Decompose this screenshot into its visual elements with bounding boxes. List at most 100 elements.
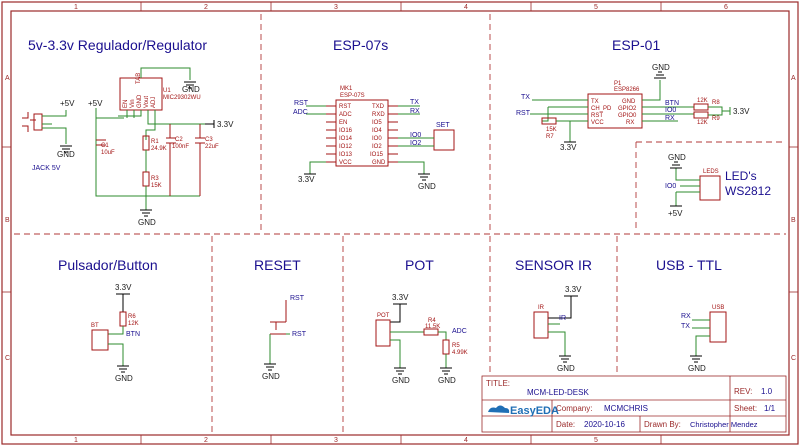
sensor-gnd: GND — [557, 364, 575, 373]
rail-5v-label: +5V — [88, 99, 103, 108]
resistor-r9 — [693, 111, 709, 119]
sensor-3v3: 3.3V — [565, 285, 582, 294]
pot-net-adc: ADC — [452, 328, 467, 335]
esp01-net-rst: RST — [516, 110, 531, 117]
title-label: TITLE: — [486, 379, 510, 388]
esp07-gnd: GND — [418, 182, 436, 191]
drawn-value: Christopher Mendez — [690, 420, 758, 429]
grid-col-4-bottom: 4 — [464, 437, 468, 444]
grid-row-a-right: A — [791, 75, 796, 82]
ic-pin-gnd: GND — [137, 94, 143, 108]
sensor-net-ir: IR — [559, 315, 566, 322]
r4-value: 11.5K — [425, 324, 440, 330]
c3-name: C3 — [205, 137, 213, 143]
esp07-part: ESP-07S — [340, 93, 365, 99]
capacitor-c1 — [96, 139, 106, 146]
pot-name: POT — [377, 313, 390, 319]
date-value: 2020-10-16 — [584, 420, 625, 429]
section-title-esp07: ESP-07s — [333, 37, 388, 53]
section-title-reset: RESET — [254, 257, 301, 273]
esp07-pin-io13: IO13 — [339, 152, 353, 158]
c2-value: 100nF — [172, 144, 189, 150]
section-title-regulator: 5v-3.3v Regulador/Regulator — [28, 37, 207, 53]
r5-name: R5 — [452, 343, 460, 349]
company-value: MCMCHRIS — [604, 404, 648, 413]
r3-name: R3 — [151, 176, 159, 182]
capacitor-c2 — [166, 124, 176, 196]
grid-row-c-right: C — [791, 355, 796, 362]
esp01-pin-gpio2: GPIO2 — [618, 106, 637, 112]
inner-border — [10, 10, 790, 436]
title-value: MCM-LED-DESK — [527, 388, 589, 397]
button-gnd: GND — [115, 374, 133, 383]
leds-io0: IO0 — [665, 183, 676, 190]
esp07-pin-rst: RST — [339, 104, 351, 110]
esp01-gnd: GND — [652, 63, 670, 72]
r5-value: 4.99K — [452, 350, 468, 356]
section-title-pot: POT — [405, 257, 434, 273]
r3-value: 15K — [151, 183, 162, 189]
esp07-pin-adc: ADC — [339, 112, 352, 118]
r1-name: R1 — [151, 139, 159, 145]
sheet-label: Sheet: — [734, 404, 757, 413]
c2-name: C2 — [175, 137, 183, 143]
esp07-pin-io2: IO2 — [372, 144, 382, 150]
resistor-r6 — [119, 311, 127, 327]
leds-name: LEDS — [703, 169, 719, 175]
grid-col-3: 3 — [334, 4, 338, 11]
pot-gnd-left: GND — [392, 376, 410, 385]
esp01-pin-tx: TX — [591, 99, 599, 105]
usb-circuit: USB RX TX GND — [681, 305, 727, 373]
reset-net-rst: RST — [292, 331, 307, 338]
pot-header — [375, 319, 391, 347]
grid-row-a: A — [5, 75, 10, 82]
esp01-name: P1 — [614, 81, 622, 87]
esp07-pin-io4: IO4 — [372, 128, 382, 134]
esp07-left-pins: RST ADC EN IO16 IO14 IO12 IO13 VCC — [339, 104, 353, 166]
grid-row-b-right: B — [791, 217, 796, 224]
grid-col-5: 5 — [594, 4, 598, 11]
resistor-r3 — [142, 171, 150, 187]
esp01-pin-vcc: VCC — [591, 120, 604, 126]
esp07-pin-io5: IO5 — [372, 120, 382, 126]
esp07-pin-rxd: RXD — [372, 112, 385, 118]
sensor-name: IR — [538, 305, 545, 311]
ic-pin-vout: Vout — [144, 96, 150, 108]
sensor-circuit: 3.3V IR IR GND — [533, 285, 582, 373]
grid-col-5-bottom: 5 — [594, 437, 598, 444]
regulator-3v3-out: 3.3V — [217, 120, 234, 129]
jack-5v-power: +5V — [60, 99, 75, 108]
grid-col-3-bottom: 3 — [334, 437, 338, 444]
jack-gnd: GND — [57, 150, 75, 159]
esp07-pin-en: EN — [339, 120, 347, 126]
r9-name: R9 — [712, 116, 720, 122]
esp07-pin-gnd: GND — [372, 160, 386, 166]
section-title-esp01: ESP-01 — [612, 37, 660, 53]
grid-col-2-bottom: 2 — [204, 437, 208, 444]
rev-label: REV: — [734, 387, 752, 396]
section-title-button: Pulsador/Button — [58, 257, 158, 273]
esp07-net-rx: RX — [410, 108, 420, 115]
grid-row-b: B — [5, 217, 10, 224]
leds-5v: +5V — [668, 209, 683, 218]
esp07-pin-io0: IO0 — [372, 136, 382, 142]
esp07-set-label: SET — [436, 122, 450, 129]
sheet-value: 1/1 — [764, 404, 776, 413]
esp07-pin-io12: IO12 — [339, 144, 353, 150]
drawn-label: Drawn By: — [644, 420, 681, 429]
section-title-usb: USB - TTL — [656, 257, 722, 273]
leds-gnd: GND — [668, 153, 686, 162]
reset-gnd: GND — [262, 372, 280, 381]
button-bt-label: BT — [91, 323, 99, 329]
usb-net-rx: RX — [681, 313, 691, 320]
usb-gnd: GND — [688, 364, 706, 373]
button-net-btn: BTN — [126, 331, 140, 338]
jack-connector — [22, 110, 67, 144]
capacitor-c3 — [195, 124, 205, 196]
jack-gnd-symbol — [60, 145, 72, 153]
c1-value: 10uF — [101, 150, 115, 156]
section-title-leds: LED's — [725, 169, 757, 183]
